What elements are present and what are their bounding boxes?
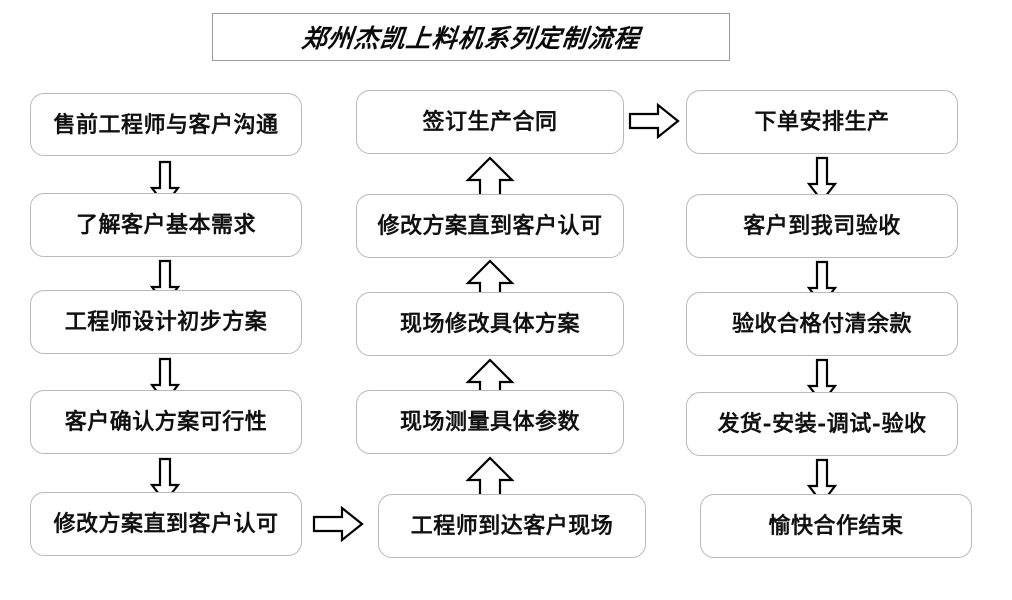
node-label: 验收合格付清余款: [731, 311, 912, 337]
node-label: 工程师到达客户现场: [410, 513, 614, 539]
node-right-3[interactable]: 验收合格付清余款: [686, 292, 958, 356]
node-left-5[interactable]: 修改方案直到客户认可: [30, 492, 302, 556]
connector-mid-to-right: [628, 100, 682, 142]
node-label: 修改方案直到客户认可: [377, 213, 603, 239]
node-label: 了解客户基本需求: [75, 212, 256, 238]
node-mid-3[interactable]: 现场修改具体方案: [356, 292, 624, 356]
node-right-1[interactable]: 下单安排生产: [686, 90, 958, 154]
node-left-1[interactable]: 售前工程师与客户沟通: [30, 93, 302, 156]
node-right-5[interactable]: 愉快合作结束: [700, 494, 972, 558]
node-mid-5[interactable]: 工程师到达客户现场: [378, 494, 646, 558]
chart-title-box: 郑州杰凯上料机系列定制流程: [212, 13, 730, 61]
node-label: 售前工程师与客户沟通: [53, 111, 279, 138]
node-right-4[interactable]: 发货-安装-调试-验收: [686, 392, 958, 456]
node-mid-1[interactable]: 签订生产合同: [356, 90, 624, 154]
node-label: 签订生产合同: [422, 109, 558, 135]
node-label: 现场测量具体参数: [399, 409, 580, 435]
node-left-2[interactable]: 了解客户基本需求: [30, 193, 302, 257]
arrow-down-icon: [804, 156, 840, 204]
node-mid-4[interactable]: 现场测量具体参数: [356, 390, 624, 454]
node-label: 现场修改具体方案: [399, 311, 580, 337]
node-label: 愉快合作结束: [768, 513, 904, 539]
node-label: 修改方案直到客户认可: [53, 511, 279, 537]
node-left-3[interactable]: 工程师设计初步方案: [30, 290, 302, 354]
page-title: 郑州杰凯上料机系列定制流程: [300, 24, 642, 53]
node-mid-2[interactable]: 修改方案直到客户认可: [356, 194, 624, 258]
node-right-2[interactable]: 客户到我司验收: [686, 194, 958, 258]
node-label: 发货-安装-调试-验收: [717, 411, 927, 437]
node-label: 客户确认方案可行性: [64, 409, 268, 435]
node-label: 客户到我司验收: [743, 213, 901, 239]
node-left-4[interactable]: 客户确认方案可行性: [30, 390, 302, 454]
node-label: 工程师设计初步方案: [64, 309, 268, 335]
node-label: 下单安排生产: [754, 109, 890, 135]
connector-left-to-mid: [312, 503, 366, 545]
